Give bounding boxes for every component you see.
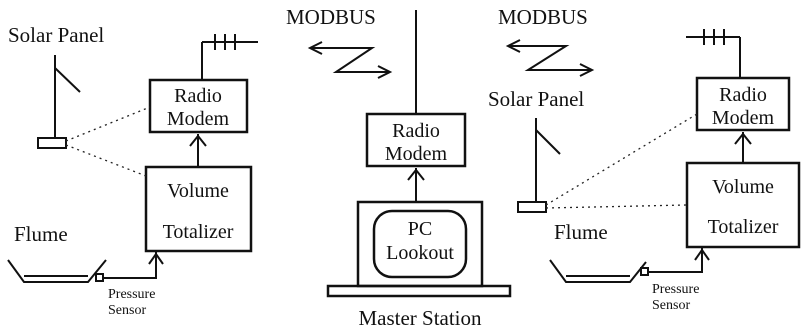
master-radio-modem-box: Radio Modem [365, 112, 467, 168]
left-sensor-label: Sensor [108, 303, 146, 318]
master-arrow-pc-to-modem [407, 168, 425, 202]
svg-text:Totalizer: Totalizer [163, 221, 234, 243]
modbus-left-label: MODBUS [286, 5, 376, 29]
master-pc-monitor: PC Lookout [356, 200, 484, 288]
svg-text:Lookout: Lookout [386, 242, 454, 264]
right-sensor-label: Sensor [652, 298, 690, 313]
right-solar-panel-label: Solar Panel [488, 87, 584, 111]
master-keyboard-base [326, 284, 512, 298]
left-pressure-label: Pressure [108, 287, 155, 302]
right-antenna-icon [686, 29, 741, 78]
right-arrow-totalizer-to-modem [734, 132, 752, 163]
left-solar-dotted-link-upper [65, 106, 151, 142]
left-volume-totalizer-box: Volume Totalizer [144, 165, 253, 253]
left-flume-icon [7, 259, 107, 283]
svg-text:Volume: Volume [712, 176, 774, 198]
modbus-right-lightning-icon [505, 39, 595, 77]
svg-text:Modem: Modem [712, 107, 775, 129]
svg-text:Modem: Modem [167, 108, 230, 130]
modbus-right-label: MODBUS [498, 5, 588, 29]
svg-text:Radio: Radio [719, 84, 767, 106]
right-flume-label: Flume [554, 220, 608, 244]
svg-text:Modem: Modem [385, 143, 448, 165]
svg-text:Radio: Radio [392, 120, 440, 142]
modbus-left-lightning-icon [307, 41, 393, 79]
left-flume-label: Flume [14, 222, 68, 246]
right-solar-panel-icon [517, 118, 561, 213]
master-station-label: Master Station [358, 306, 482, 330]
left-solar-panel-label: Solar Panel [8, 23, 104, 47]
svg-text:PC: PC [408, 218, 432, 240]
left-solar-panel-icon [37, 55, 81, 149]
left-solar-dotted-link-lower [65, 144, 147, 177]
right-solar-dotted-link-upper [545, 113, 698, 206]
left-pressure-sensor-link [103, 252, 164, 279]
right-pressure-sensor-link [648, 248, 710, 273]
svg-text:Radio: Radio [174, 85, 222, 107]
right-pressure-label: Pressure [652, 282, 699, 297]
left-radio-modem-box: Radio Modem [148, 78, 249, 134]
right-flume-icon [549, 259, 649, 283]
right-radio-modem-box: Radio Modem [695, 76, 791, 132]
svg-text:Volume: Volume [167, 180, 229, 202]
left-antenna-icon [201, 34, 258, 80]
right-volume-totalizer-box: Volume Totalizer [685, 161, 801, 249]
left-arrow-totalizer-to-modem [189, 134, 207, 167]
svg-text:Totalizer: Totalizer [708, 216, 779, 238]
right-solar-dotted-link-lower [545, 204, 688, 209]
